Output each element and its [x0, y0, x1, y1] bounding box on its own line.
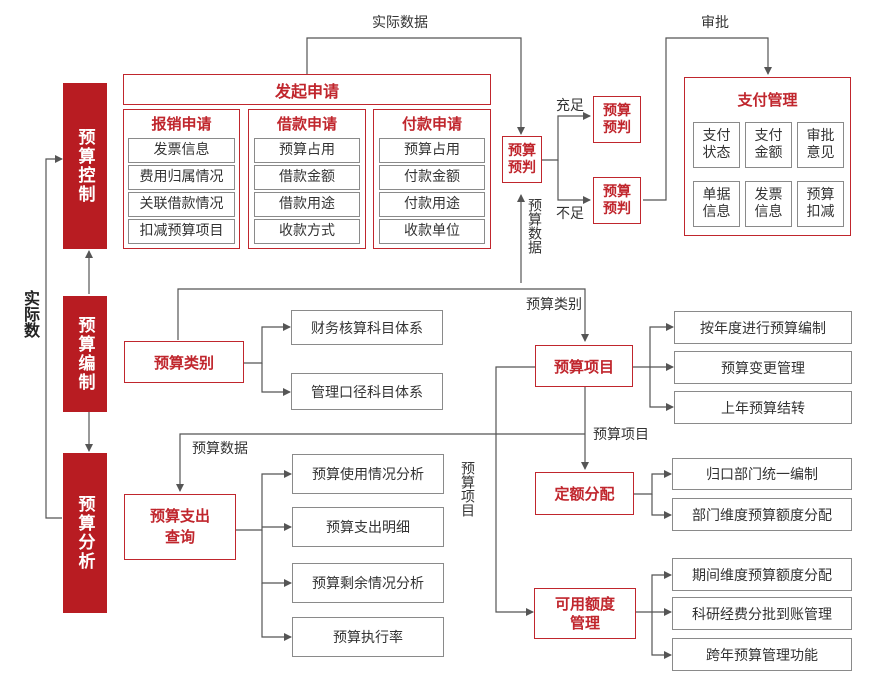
- loan-item: 收款方式: [254, 219, 360, 244]
- payment-apply-item: 付款金额: [379, 165, 485, 190]
- loan-item: 借款金额: [254, 165, 360, 190]
- loan-title: 借款申请: [276, 114, 337, 133]
- reimburse-item: 费用归属情况: [128, 165, 235, 190]
- reimburse-item: 扣减预算项目: [128, 219, 235, 244]
- budget-query-item: 预算执行率: [292, 617, 444, 657]
- reimburse-item: 发票信息: [128, 138, 235, 163]
- block-budget-control: 预算控制: [63, 83, 107, 249]
- available-quota-item: 期间维度预算额度分配: [672, 558, 852, 591]
- label-budget-data-vertical: 预算数据: [526, 198, 542, 254]
- payment-cell: 支付状态: [693, 122, 740, 168]
- loan-item: 预算占用: [254, 138, 360, 163]
- quota-item: 部门维度预算额度分配: [672, 498, 852, 531]
- available-quota-item: 跨年预算管理功能: [672, 638, 852, 671]
- prejudge-main: 预算预判: [502, 136, 542, 183]
- block-budget-compile-label: 预算编制: [74, 316, 95, 392]
- budget-category-box: 预算类别: [124, 341, 244, 383]
- prejudge-insufficient: 预算预判: [593, 177, 641, 224]
- label-budget-data: 预算数据: [192, 441, 248, 457]
- loan-item: 借款用途: [254, 192, 360, 217]
- reimburse-title: 报销申请: [151, 114, 212, 133]
- budget-query-item: 预算支出明细: [292, 507, 444, 547]
- payment-cell: 审批意见: [797, 122, 844, 168]
- available-quota-item: 科研经费分批到账管理: [672, 597, 852, 630]
- budget-query-box: 预算支出查询: [124, 494, 236, 560]
- block-budget-compile: 预算编制: [63, 296, 107, 412]
- payment-management-title: 支付管理: [737, 90, 798, 109]
- label-actual-data: 实际数据: [372, 15, 428, 31]
- budget-project-item: 上年预算结转: [674, 391, 852, 424]
- budget-query-item: 预算使用情况分析: [292, 454, 444, 494]
- apply-header: 发起申请: [123, 74, 491, 105]
- actual-data-side-label: 实际数: [21, 290, 40, 338]
- label-budget-item-vertical: 预算项目: [459, 461, 475, 517]
- budget-category-item: 财务核算科目体系: [291, 310, 443, 345]
- label-budget-item: 预算项目: [593, 427, 649, 443]
- payment-cell: 单据信息: [693, 181, 740, 227]
- label-approval: 审批: [701, 15, 729, 31]
- quota-box: 定额分配: [535, 472, 634, 515]
- payment-cell: 支付金额: [745, 122, 792, 168]
- budget-project-item: 预算变更管理: [674, 351, 852, 384]
- budget-project-item: 按年度进行预算编制: [674, 311, 852, 344]
- payment-cell: 发票信息: [745, 181, 792, 227]
- budget-query-item: 预算剩余情况分析: [292, 563, 444, 603]
- budget-category-item: 管理口径科目体系: [291, 373, 443, 410]
- quota-item: 归口部门统一编制: [672, 458, 852, 490]
- payment-apply-item: 收款单位: [379, 219, 485, 244]
- label-sufficient: 充足: [556, 98, 584, 114]
- block-budget-analysis: 预算分析: [63, 453, 107, 613]
- label-budget-type: 预算类别: [526, 297, 582, 313]
- payment-apply-title: 付款申请: [401, 114, 462, 133]
- available-quota-box: 可用额度管理: [534, 588, 636, 639]
- payment-apply-item: 预算占用: [379, 138, 485, 163]
- prejudge-sufficient: 预算预判: [593, 96, 641, 143]
- block-budget-analysis-label: 预算分析: [74, 495, 95, 571]
- reimburse-item: 关联借款情况: [128, 192, 235, 217]
- label-insufficient: 不足: [556, 206, 584, 222]
- payment-apply-item: 付款用途: [379, 192, 485, 217]
- apply-header-label: 发起申请: [274, 81, 339, 101]
- budget-project-box: 预算项目: [535, 345, 633, 387]
- block-budget-control-label: 预算控制: [74, 128, 95, 204]
- payment-cell: 预算扣减: [797, 181, 844, 227]
